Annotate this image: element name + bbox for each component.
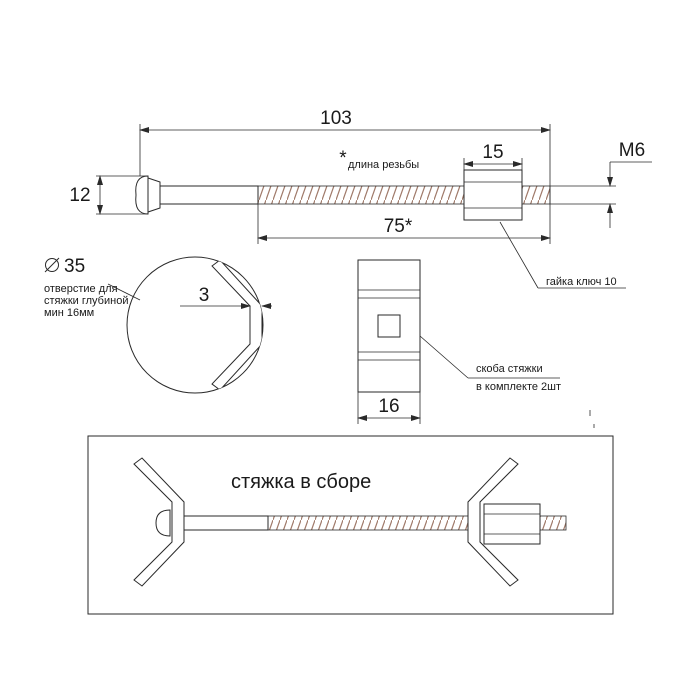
assembly-bolt-head bbox=[155, 509, 171, 537]
hole-note-line-1: отверстие для bbox=[44, 283, 118, 295]
dim-head: 12 bbox=[69, 185, 90, 206]
hole-note-line-2: стяжки глубиной bbox=[44, 295, 128, 307]
assembly-thread bbox=[267, 515, 479, 531]
bracket-square-hole bbox=[377, 314, 401, 338]
assembly-nut bbox=[483, 503, 541, 545]
assembly-frame bbox=[87, 435, 614, 615]
bolt-head bbox=[135, 175, 149, 215]
thread-note: длина резьбы bbox=[348, 159, 419, 171]
bracket-view: 16 скоба стяжки в комплекте 2шт bbox=[357, 259, 561, 424]
assembly-title: стяжка в сборе bbox=[231, 471, 371, 493]
assembly-shank bbox=[183, 515, 269, 531]
bracket-section bbox=[211, 259, 263, 391]
bolt-neck bbox=[147, 177, 161, 213]
dim-thread: 75* bbox=[384, 216, 413, 237]
nut bbox=[463, 169, 523, 221]
right-bracket bbox=[467, 457, 519, 587]
assembly-rod-end bbox=[539, 515, 567, 531]
hole-circle bbox=[126, 256, 264, 394]
thread-note-mark: * bbox=[339, 148, 347, 169]
bracket-width-dim: 16 bbox=[378, 396, 399, 417]
bolt-drawing: 103 15 75* 12 M6 * длина резьбы гайка кл… bbox=[69, 108, 652, 289]
bracket-note-line-1: скоба стяжки bbox=[476, 363, 543, 375]
assembly-view: стяжка в сборе bbox=[87, 435, 614, 615]
nut-note: гайка ключ 10 bbox=[546, 276, 617, 288]
dim-total: 103 bbox=[320, 108, 352, 129]
left-bracket bbox=[133, 457, 185, 587]
thread-size-label: M6 bbox=[619, 140, 645, 161]
hole-note-line-3: мин 16мм bbox=[44, 307, 94, 319]
bracket-note-line-2: в комплекте 2шт bbox=[476, 381, 561, 393]
bolt-shank bbox=[159, 185, 259, 205]
hole-detail: 3 35 отверстие для стяжки глубиной мин 1… bbox=[44, 256, 272, 394]
diameter-symbol bbox=[45, 258, 59, 272]
bracket-thickness-dim: 3 bbox=[199, 285, 210, 306]
hole-diameter: 35 bbox=[64, 256, 85, 277]
dim-nut: 15 bbox=[482, 142, 503, 163]
